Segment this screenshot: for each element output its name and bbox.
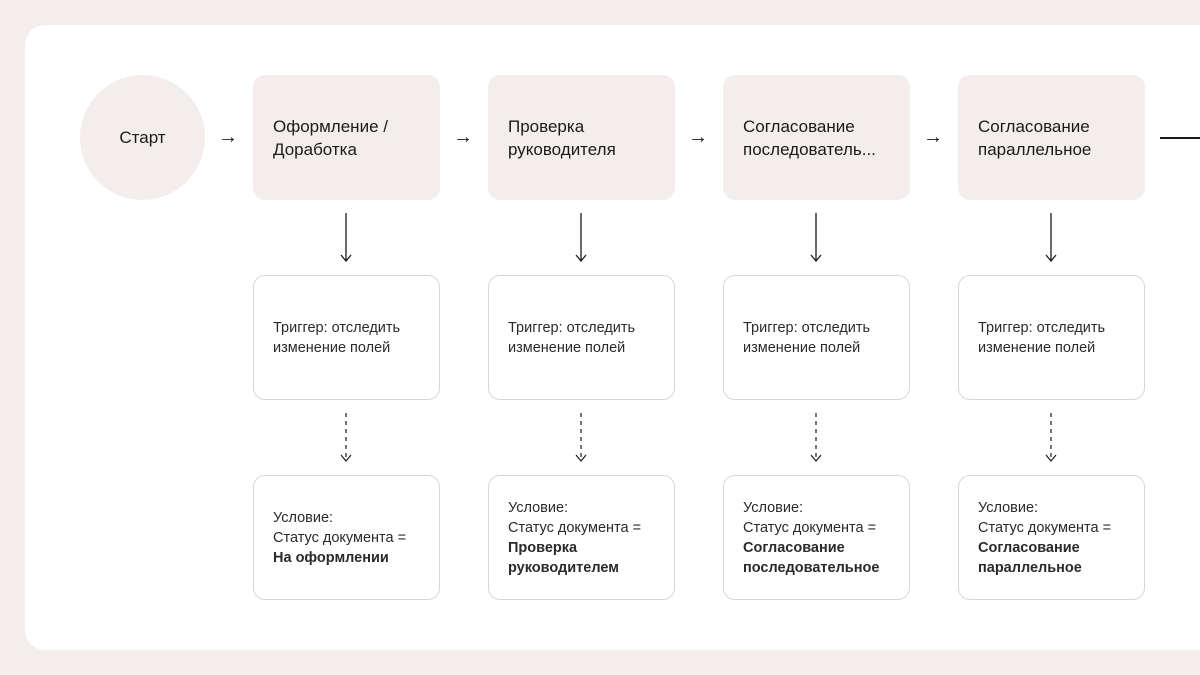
step-title: Согласование параллельное <box>978 116 1092 159</box>
arrow-down-icon <box>810 213 822 263</box>
step-title: Согласование последователь... <box>743 116 876 159</box>
dashed-arrow-down-icon <box>1045 413 1057 462</box>
condition-value: Согласование последовательное <box>743 539 880 576</box>
start-node[interactable]: Старт <box>80 75 205 200</box>
condition-expression: Статус документа = <box>508 519 642 536</box>
condition-value: Согласование параллельное <box>978 539 1082 576</box>
condition-card[interactable]: Условие: Статус документа = Проверка рук… <box>488 475 675 600</box>
dashed-arrow-down-icon <box>340 413 352 462</box>
connector-line <box>1160 137 1200 139</box>
condition-expression: Статус документа = <box>273 529 407 546</box>
arrow-down-icon <box>1045 213 1057 263</box>
dashed-arrow-down-icon <box>575 413 587 462</box>
arrow-right-icon: → <box>453 126 473 148</box>
arrow-right-icon: → <box>688 126 708 148</box>
arrow-right-icon: → <box>218 126 238 148</box>
condition-value: На оформлении <box>273 549 389 566</box>
condition-label: Условие: <box>508 499 569 516</box>
trigger-text: Триггер: отследить изменение полей <box>743 319 871 356</box>
step-title: Оформление / Доработка <box>273 116 388 159</box>
trigger-text: Триггер: отследить изменение полей <box>273 319 401 356</box>
condition-label: Условие: <box>273 509 334 526</box>
condition-card[interactable]: Условие: Статус документа = Согласование… <box>958 475 1145 600</box>
condition-card[interactable]: Условие: Статус документа = На оформлени… <box>253 475 440 600</box>
step-node[interactable]: Проверка руководителя <box>488 75 675 200</box>
condition-value: Проверка руководителем <box>508 539 619 576</box>
step-node[interactable]: Согласование последователь... <box>723 75 910 200</box>
condition-expression: Статус документа = <box>743 519 877 536</box>
trigger-card[interactable]: Триггер: отследить изменение полей <box>488 275 675 400</box>
condition-label: Условие: <box>978 499 1039 516</box>
condition-label: Условие: <box>743 499 804 516</box>
start-label: Старт <box>119 127 166 147</box>
condition-expression: Статус документа = <box>978 519 1112 536</box>
trigger-text: Триггер: отследить изменение полей <box>978 319 1106 356</box>
trigger-text: Триггер: отследить изменение полей <box>508 319 636 356</box>
arrow-down-icon <box>575 213 587 263</box>
dashed-arrow-down-icon <box>810 413 822 462</box>
step-node[interactable]: Оформление / Доработка <box>253 75 440 200</box>
step-node[interactable]: Согласование параллельное <box>958 75 1145 200</box>
arrow-down-icon <box>340 213 352 263</box>
trigger-card[interactable]: Триггер: отследить изменение полей <box>253 275 440 400</box>
trigger-card[interactable]: Триггер: отследить изменение полей <box>723 275 910 400</box>
trigger-card[interactable]: Триггер: отследить изменение полей <box>958 275 1145 400</box>
condition-card[interactable]: Условие: Статус документа = Согласование… <box>723 475 910 600</box>
arrow-right-icon: → <box>923 126 943 148</box>
step-title: Проверка руководителя <box>508 116 616 159</box>
